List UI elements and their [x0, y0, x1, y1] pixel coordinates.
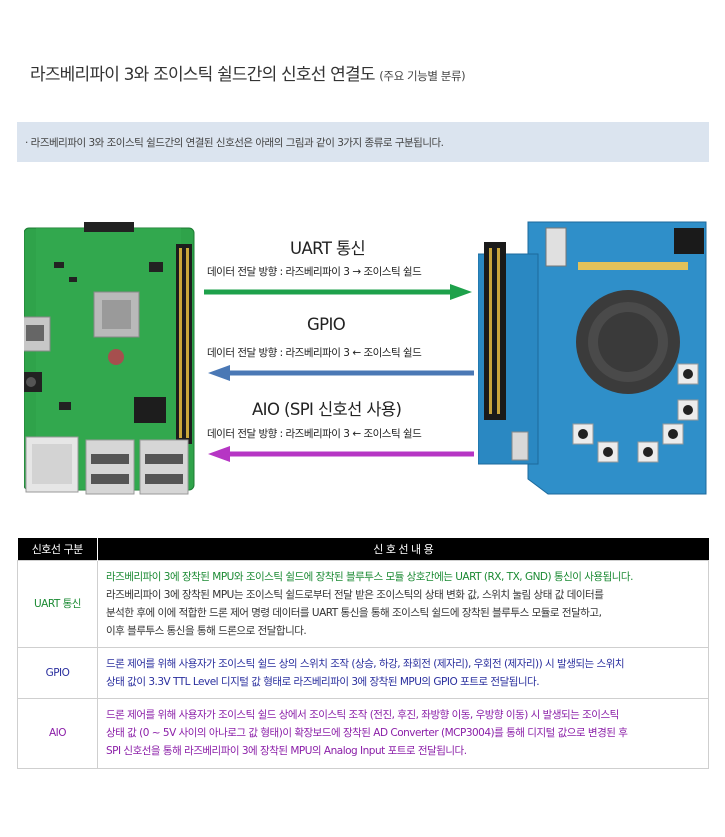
aio-label: AIO (SPI 신호선 사용) [252, 400, 402, 419]
gpio-line-2: 상태 값이 3.3V TTL Level 디지털 값 형태로 라즈베리파이 3에… [106, 675, 540, 688]
uart-arrow-right [204, 284, 472, 300]
gpio-arrow-left [208, 365, 474, 381]
uart-line-2: 라즈베리파이 3에 장착된 MPU는 조이스틱 쉴드로부터 전달 받은 조이스틱… [106, 588, 604, 601]
aio-line-2: 상태 값 (0 ~ 5V 사이의 아나로그 값 형태)이 확장보드에 장착된 A… [106, 727, 628, 739]
row-type-aio: AIO [17, 697, 98, 769]
aio-line-3: SPI 신호선을 통해 라즈베리파이 3에 장착된 MPU의 Analog In… [106, 745, 467, 757]
uart-line-1: 라즈베리파이 3에 장착된 MPU와 조이스틱 쉴드에 장착된 블루투스 모듈 … [106, 570, 633, 583]
gpio-label: GPIO [307, 315, 346, 334]
uart-direction: 데이터 전달 방향 : 라즈베리파이 3 → 조이스틱 쉴드 [207, 266, 422, 278]
page-title: 라즈베리파이 3와 조이스틱 쉴드간의 신호선 연결도 (주요 기능별 분류) [30, 60, 466, 85]
row-type-uart: UART 통신 [17, 559, 98, 648]
aio-arrow-left [208, 446, 474, 462]
uart-label: UART 통신 [290, 239, 366, 258]
table-row-aio: AIO 드론 제어를 위해 사용자가 조이스틱 쉴드 상에서 조이스틱 조작 (… [17, 697, 709, 769]
notice-bar: · 라즈베리파이 3와 조이스틱 쉴드간의 연결된 신호선은 아래의 그림과 같… [17, 122, 709, 162]
notice-text: · 라즈베리파이 3와 조이스틱 쉴드간의 연결된 신호선은 아래의 그림과 같… [25, 137, 444, 149]
aio-direction: 데이터 전달 방향 : 라즈베리파이 3 ← 조이스틱 쉴드 [207, 428, 422, 440]
signal-table: 신호선 구분 신 호 선 내 용 UART 통신 라즈베리파이 3에 장착된 M… [17, 538, 709, 769]
gpio-line-1: 드론 제어를 위해 사용자가 조이스틱 쉴드 상의 스위치 조작 (상승, 하강… [106, 657, 625, 670]
table-row-gpio: GPIO 드론 제어를 위해 사용자가 조이스틱 쉴드 상의 스위치 조작 (상… [17, 646, 709, 699]
table-header-type: 신호선 구분 [17, 538, 98, 560]
uart-line-4: 이후 블루투스 통신을 통해 드론으로 전달합니다. [106, 624, 307, 637]
joystick-shield-board-image [478, 221, 707, 495]
table-row-uart: UART 통신 라즈베리파이 3에 장착된 MPU와 조이스틱 쉴드에 장착된 … [17, 559, 709, 648]
aio-line-1: 드론 제어를 위해 사용자가 조이스틱 쉴드 상에서 조이스틱 조작 (전진, … [106, 709, 619, 721]
uart-line-3: 분석한 후에 이에 적합한 드론 제어 명령 데이터를 UART 통신을 통해 … [106, 606, 602, 619]
page-title-sub: (주요 기능별 분류) [379, 69, 466, 83]
row-type-gpio: GPIO [17, 646, 98, 699]
gpio-direction: 데이터 전달 방향 : 라즈베리파이 3 ← 조이스틱 쉴드 [207, 347, 422, 359]
connection-diagram: UART 통신 데이터 전달 방향 : 라즈베리파이 3 → 조이스틱 쉴드 G… [0, 210, 725, 510]
raspberry-pi-board-image [24, 222, 195, 495]
page-title-main: 라즈베리파이 3와 조이스틱 쉴드간의 신호선 연결도 [30, 65, 375, 85]
table-header-content: 신 호 선 내 용 [97, 538, 709, 560]
